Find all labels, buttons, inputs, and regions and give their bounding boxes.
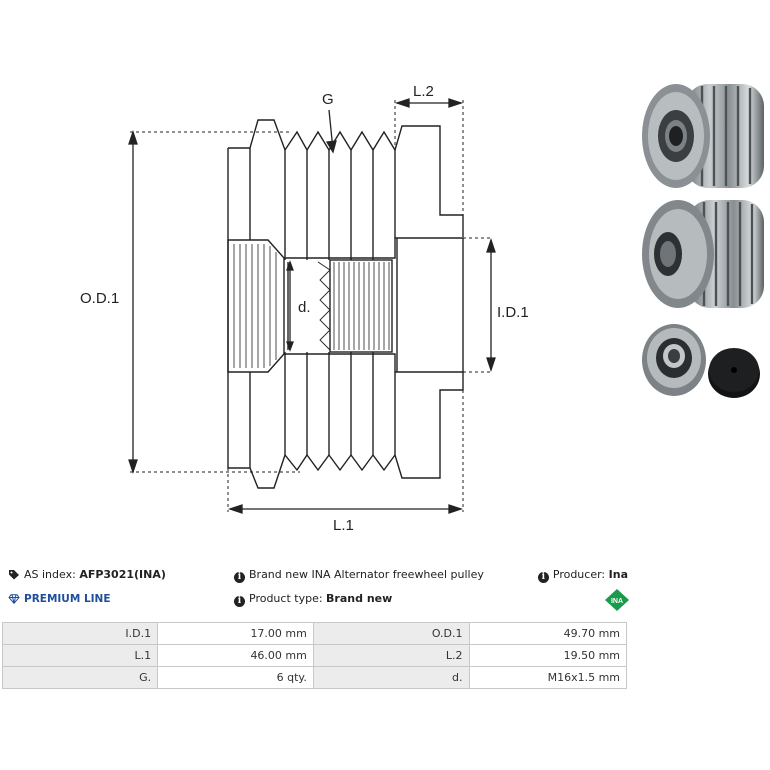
thread [329,259,393,353]
product-type-label: Product type: [249,592,323,605]
label-od1: O.D.1 [80,290,119,307]
info-row-1: AS index: AFP3021(INA) i Brand new INA Al… [0,566,770,584]
spec-label: G. [1,666,159,689]
premium-label: PREMIUM LINE [24,593,111,605]
table-row: G.6 qty.d.M16x1.5 mm [1,666,628,689]
product-photo-side-2 [642,200,764,308]
info-row-2: PREMIUM LINE i Product type: Brand new [0,590,770,608]
product-type: i Product type: Brand new [234,590,392,608]
tag-icon [9,570,19,580]
spec-label: I.D.1 [1,622,159,645]
spec-label: d. [312,666,470,689]
bore [284,237,464,373]
producer-value: Ina [608,568,628,581]
info-icon: i [234,596,245,607]
pulley-outline [227,119,464,489]
spec-value: 46.00 mm [157,644,314,667]
label-l1: L.1 [333,517,354,534]
spec-value: M16x1.5 mm [468,666,628,689]
label-id1: I.D.1 [497,304,529,321]
ina-logo-text: INA [611,598,623,605]
ina-logo: INA [605,589,629,611]
info-icon: i [537,572,549,583]
label-d: d. [298,299,311,316]
spec-label: O.D.1 [312,622,470,645]
info-icon: i [234,572,245,583]
product-photo-with-cap [642,324,760,398]
technical-drawing: G L.2 O.D.1 d. I.D.1 L.1 [80,83,529,534]
product-type-value: Brand new [326,592,393,605]
premium-line: PREMIUM LINE [8,590,111,608]
diamond-icon [8,594,20,604]
description: i Brand new INA Alternator freewheel pull… [234,566,484,584]
spec-label: L.2 [312,644,470,667]
spec-value: 17.00 mm [157,622,314,645]
producer-label: Producer: [552,568,606,581]
spec-label: L.1 [1,644,159,667]
as-index: AS index: AFP3021(INA) [8,566,166,584]
label-l2: L.2 [413,83,434,100]
label-g: G [322,91,334,108]
spec-value: 49.70 mm [468,622,628,645]
description-text: Brand new INA Alternator freewheel pulle… [249,568,484,581]
as-index-label: AS index: [24,568,76,581]
spec-value: 19.50 mm [468,644,628,667]
spec-value: 6 qty. [157,666,314,689]
as-index-value: AFP3021(INA) [79,568,166,581]
product-photo-side-1 [642,84,764,188]
